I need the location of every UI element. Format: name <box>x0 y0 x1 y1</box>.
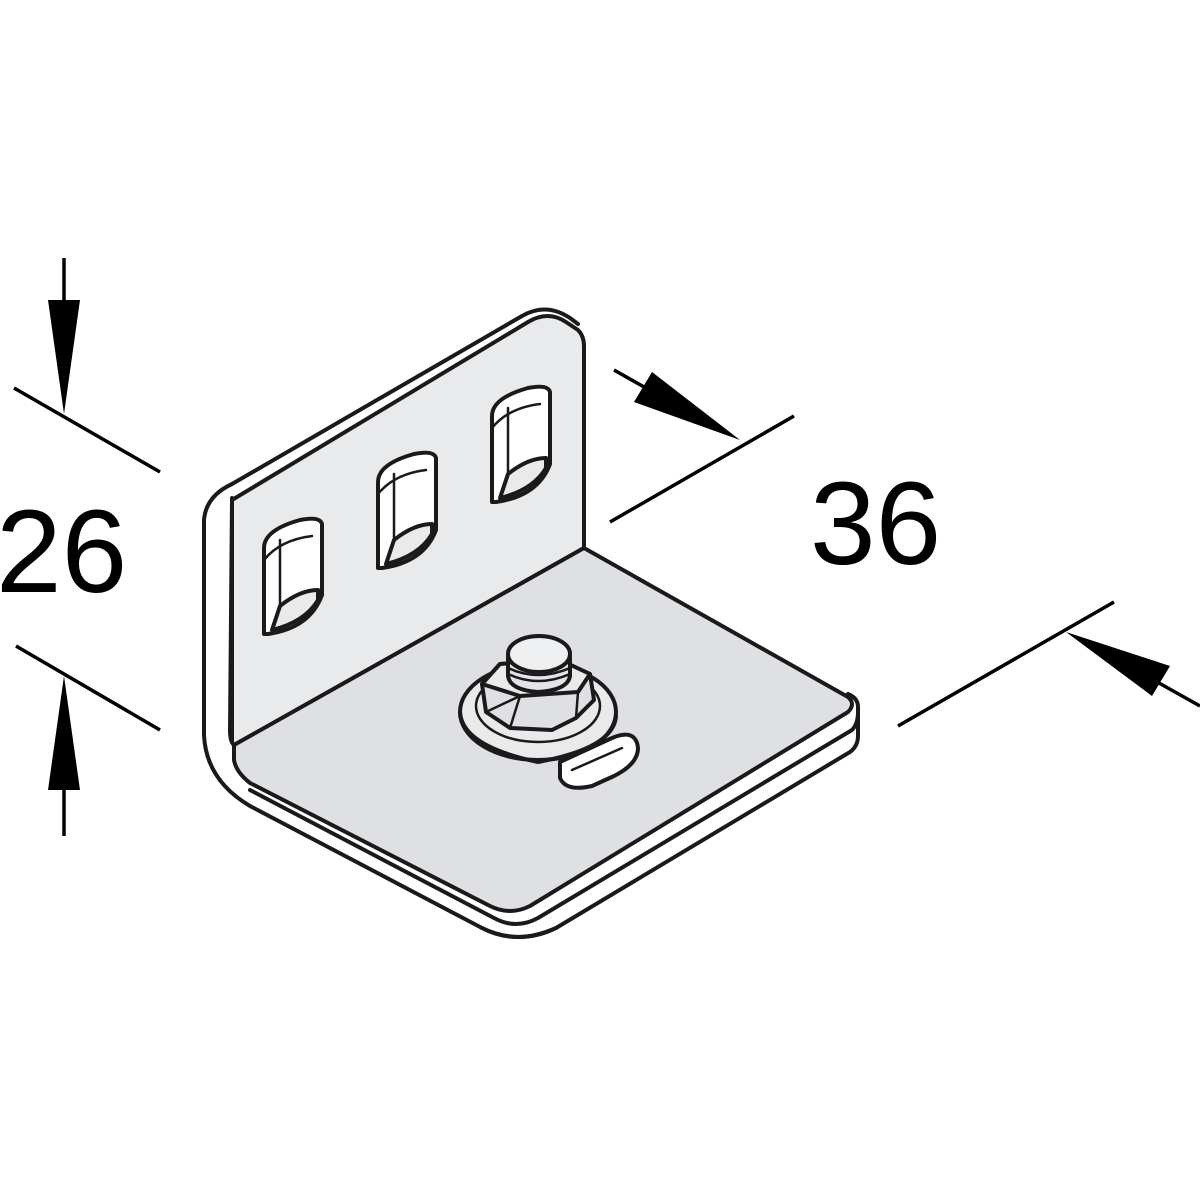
height-arrow-bottom <box>48 676 80 790</box>
bolt-top <box>506 634 572 674</box>
height-dimension: 26 <box>0 258 161 836</box>
depth-label: 36 <box>810 458 941 590</box>
depth-arrow-back <box>634 372 740 440</box>
height-arrow-top <box>48 300 80 414</box>
height-extension-bottom <box>15 644 161 732</box>
height-label: 26 <box>0 486 127 618</box>
slots <box>262 384 552 636</box>
depth-dimension: 36 <box>609 368 1200 728</box>
vertical-leg-top-edge <box>202 307 580 522</box>
inner-fold-line <box>232 546 586 747</box>
hex-nut-with-washer <box>458 634 618 764</box>
height-extension-top <box>13 386 161 474</box>
depth-extension-front <box>897 600 1115 728</box>
horizontal-leg-bottom-edge <box>480 710 860 939</box>
slot-2 <box>376 450 438 570</box>
slot-1 <box>262 516 324 636</box>
slot-3 <box>490 384 552 504</box>
base-slot <box>558 732 640 790</box>
depth-extension-back <box>609 414 795 524</box>
depth-arrow-front <box>1066 632 1170 696</box>
